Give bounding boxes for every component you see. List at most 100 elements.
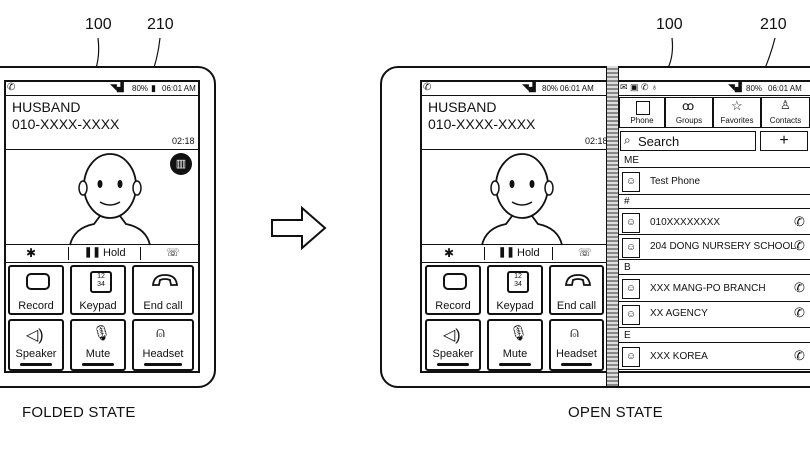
headset-button[interactable]: ⍝ Headset — [132, 319, 194, 371]
battery-icon: ▮ — [151, 83, 156, 93]
end-call-button[interactable]: End call — [132, 265, 194, 315]
hold-button[interactable]: Hold — [517, 247, 540, 259]
phone-call-icon: ✆ — [7, 82, 16, 93]
tab-groups-label: Groups — [675, 116, 703, 125]
contact-avatar-icon: ☺ — [622, 213, 640, 233]
call-icon[interactable]: ✆ — [794, 348, 805, 363]
contact-row[interactable]: ☺ Test Phone — [618, 167, 810, 195]
speaker-label: Speaker — [432, 348, 474, 360]
call-icon[interactable]: ✆ — [794, 238, 805, 253]
transition-arrow-icon — [271, 205, 327, 251]
keypad-label: Keypad — [496, 300, 534, 312]
speaker-button[interactable]: ◁) Speaker — [8, 319, 64, 371]
contact-name: 010XXXXXXXX — [650, 217, 721, 228]
record-button[interactable]: Record — [425, 265, 481, 315]
divider — [6, 149, 198, 150]
wifi-signal-icon: ◥▟ — [522, 82, 536, 92]
search-icon: ⌕ — [624, 133, 631, 147]
add-call-icon[interactable]: ☏ — [166, 247, 180, 259]
contact-row[interactable]: ☺ XXX KOREA ✆ — [618, 342, 810, 370]
mute-label: Mute — [85, 348, 111, 360]
keypad-label: Keypad — [79, 300, 117, 312]
contact-avatar-icon: ☺ — [622, 347, 640, 367]
speaker-label: Speaker — [15, 348, 57, 360]
contact-row[interactable]: ☺ XXX MANG-PO BRANCH ✆ — [618, 274, 810, 302]
call-icon[interactable]: ✆ — [794, 280, 805, 295]
caller-number: 010-XXXX-XXXX — [428, 116, 536, 132]
divider — [140, 247, 141, 260]
wifi-signal-icon: ◥▟ — [728, 82, 742, 92]
contact-name: XX AGENCY — [650, 308, 708, 319]
section-header-me: ME — [624, 155, 639, 166]
mute-indicator — [82, 363, 114, 366]
contact-avatar-icon: ☺ — [622, 279, 640, 299]
divider — [68, 247, 69, 260]
mic-off-icon: 🎙︎ — [509, 325, 529, 342]
speaker-indicator — [437, 363, 469, 366]
speaker-icon: ◁) — [443, 327, 461, 344]
ref-label-100-left: 100 — [85, 16, 112, 33]
add-call-icon[interactable]: ☏ — [578, 247, 592, 259]
tab-phone[interactable]: Phone — [619, 97, 665, 128]
contact-name: XXX KOREA — [650, 351, 708, 362]
headset-indicator — [144, 363, 182, 366]
headset-label: Headset — [142, 348, 184, 360]
mic-off-icon: 🎙︎ — [92, 325, 112, 342]
record-icon — [443, 273, 467, 290]
folded-caption: FOLDED STATE — [22, 404, 136, 421]
caller-name: HUSBAND — [428, 99, 497, 115]
call-duration: 02:18 — [172, 136, 195, 146]
section-header-hash: # — [624, 196, 630, 207]
open-status-bar-right: ✉ ▣ ✆ ♁ ◥▟ 80% 06:01 AM — [618, 82, 810, 96]
record-label: Record — [435, 300, 471, 312]
headset-button[interactable]: ⍝ Headset — [549, 319, 604, 371]
speaker-button[interactable]: ◁) Speaker — [425, 319, 481, 371]
contact-avatar-icon: ☺ — [622, 172, 640, 192]
mute-mic-icon[interactable]: ✱ — [444, 246, 455, 260]
tab-phone-label: Phone — [630, 116, 654, 125]
mute-label: Mute — [502, 348, 528, 360]
pause-icon: ❚❚ — [84, 247, 101, 258]
headset-indicator — [561, 363, 592, 366]
status-time: 06:01 AM — [768, 84, 802, 93]
caller-avatar — [69, 153, 151, 246]
ref-label-210-left: 210 — [147, 16, 174, 33]
tab-contacts[interactable]: ♙ Contacts — [761, 97, 810, 128]
add-contact-button[interactable]: + — [760, 131, 808, 151]
mute-button[interactable]: 🎙︎ Mute — [70, 319, 126, 371]
call-icon[interactable]: ✆ — [794, 214, 805, 229]
hold-button[interactable]: Hold — [103, 247, 126, 259]
mute-mic-icon[interactable]: ✱ — [26, 246, 37, 260]
tab-groups[interactable]: ꝏ Groups — [665, 97, 713, 128]
groups-icon: ꝏ — [682, 99, 695, 113]
headset-label: Headset — [556, 348, 597, 360]
call-control-strip: ✱ ❚❚ Hold ☏ — [422, 244, 606, 263]
caller-avatar — [481, 153, 563, 246]
section-header-b: B — [624, 262, 631, 273]
mute-button[interactable]: 🎙︎ Mute — [487, 319, 543, 371]
notification-icons: ✉ ▣ ✆ ♁ — [620, 82, 658, 92]
tab-favorites[interactable]: ☆ Favorites — [713, 97, 761, 128]
star-icon: ☆ — [731, 98, 743, 113]
contact-avatar-icon: ☺ — [622, 238, 640, 258]
call-icon[interactable]: ✆ — [794, 305, 805, 320]
contact-row[interactable]: ☺ 010XXXXXXXX ✆ — [618, 208, 810, 235]
end-call-icon — [152, 274, 178, 286]
tab-contacts-label: Contacts — [769, 116, 802, 125]
record-button[interactable]: Record — [8, 265, 64, 315]
equalizer-icon[interactable]: ▥ — [170, 153, 192, 175]
speaker-indicator — [20, 363, 52, 366]
contact-row[interactable]: ☺ XX AGENCY ✆ — [618, 302, 810, 328]
divider — [552, 247, 553, 260]
search-input[interactable]: ⌕ Search — [620, 131, 756, 151]
contact-name: 204 DONG NURSERY SCHOOL — [650, 241, 796, 252]
phone-call-icon: ✆ — [423, 82, 432, 93]
end-call-button[interactable]: End call — [549, 265, 604, 315]
open-status-bar-left: ✆ ◥▟ 80% 06:01 AM — [422, 82, 606, 96]
contact-row[interactable]: ☺ 204 DONG NURSERY SCHOOL ✆ — [618, 235, 810, 260]
status-time: 06:01 AM — [162, 84, 196, 93]
